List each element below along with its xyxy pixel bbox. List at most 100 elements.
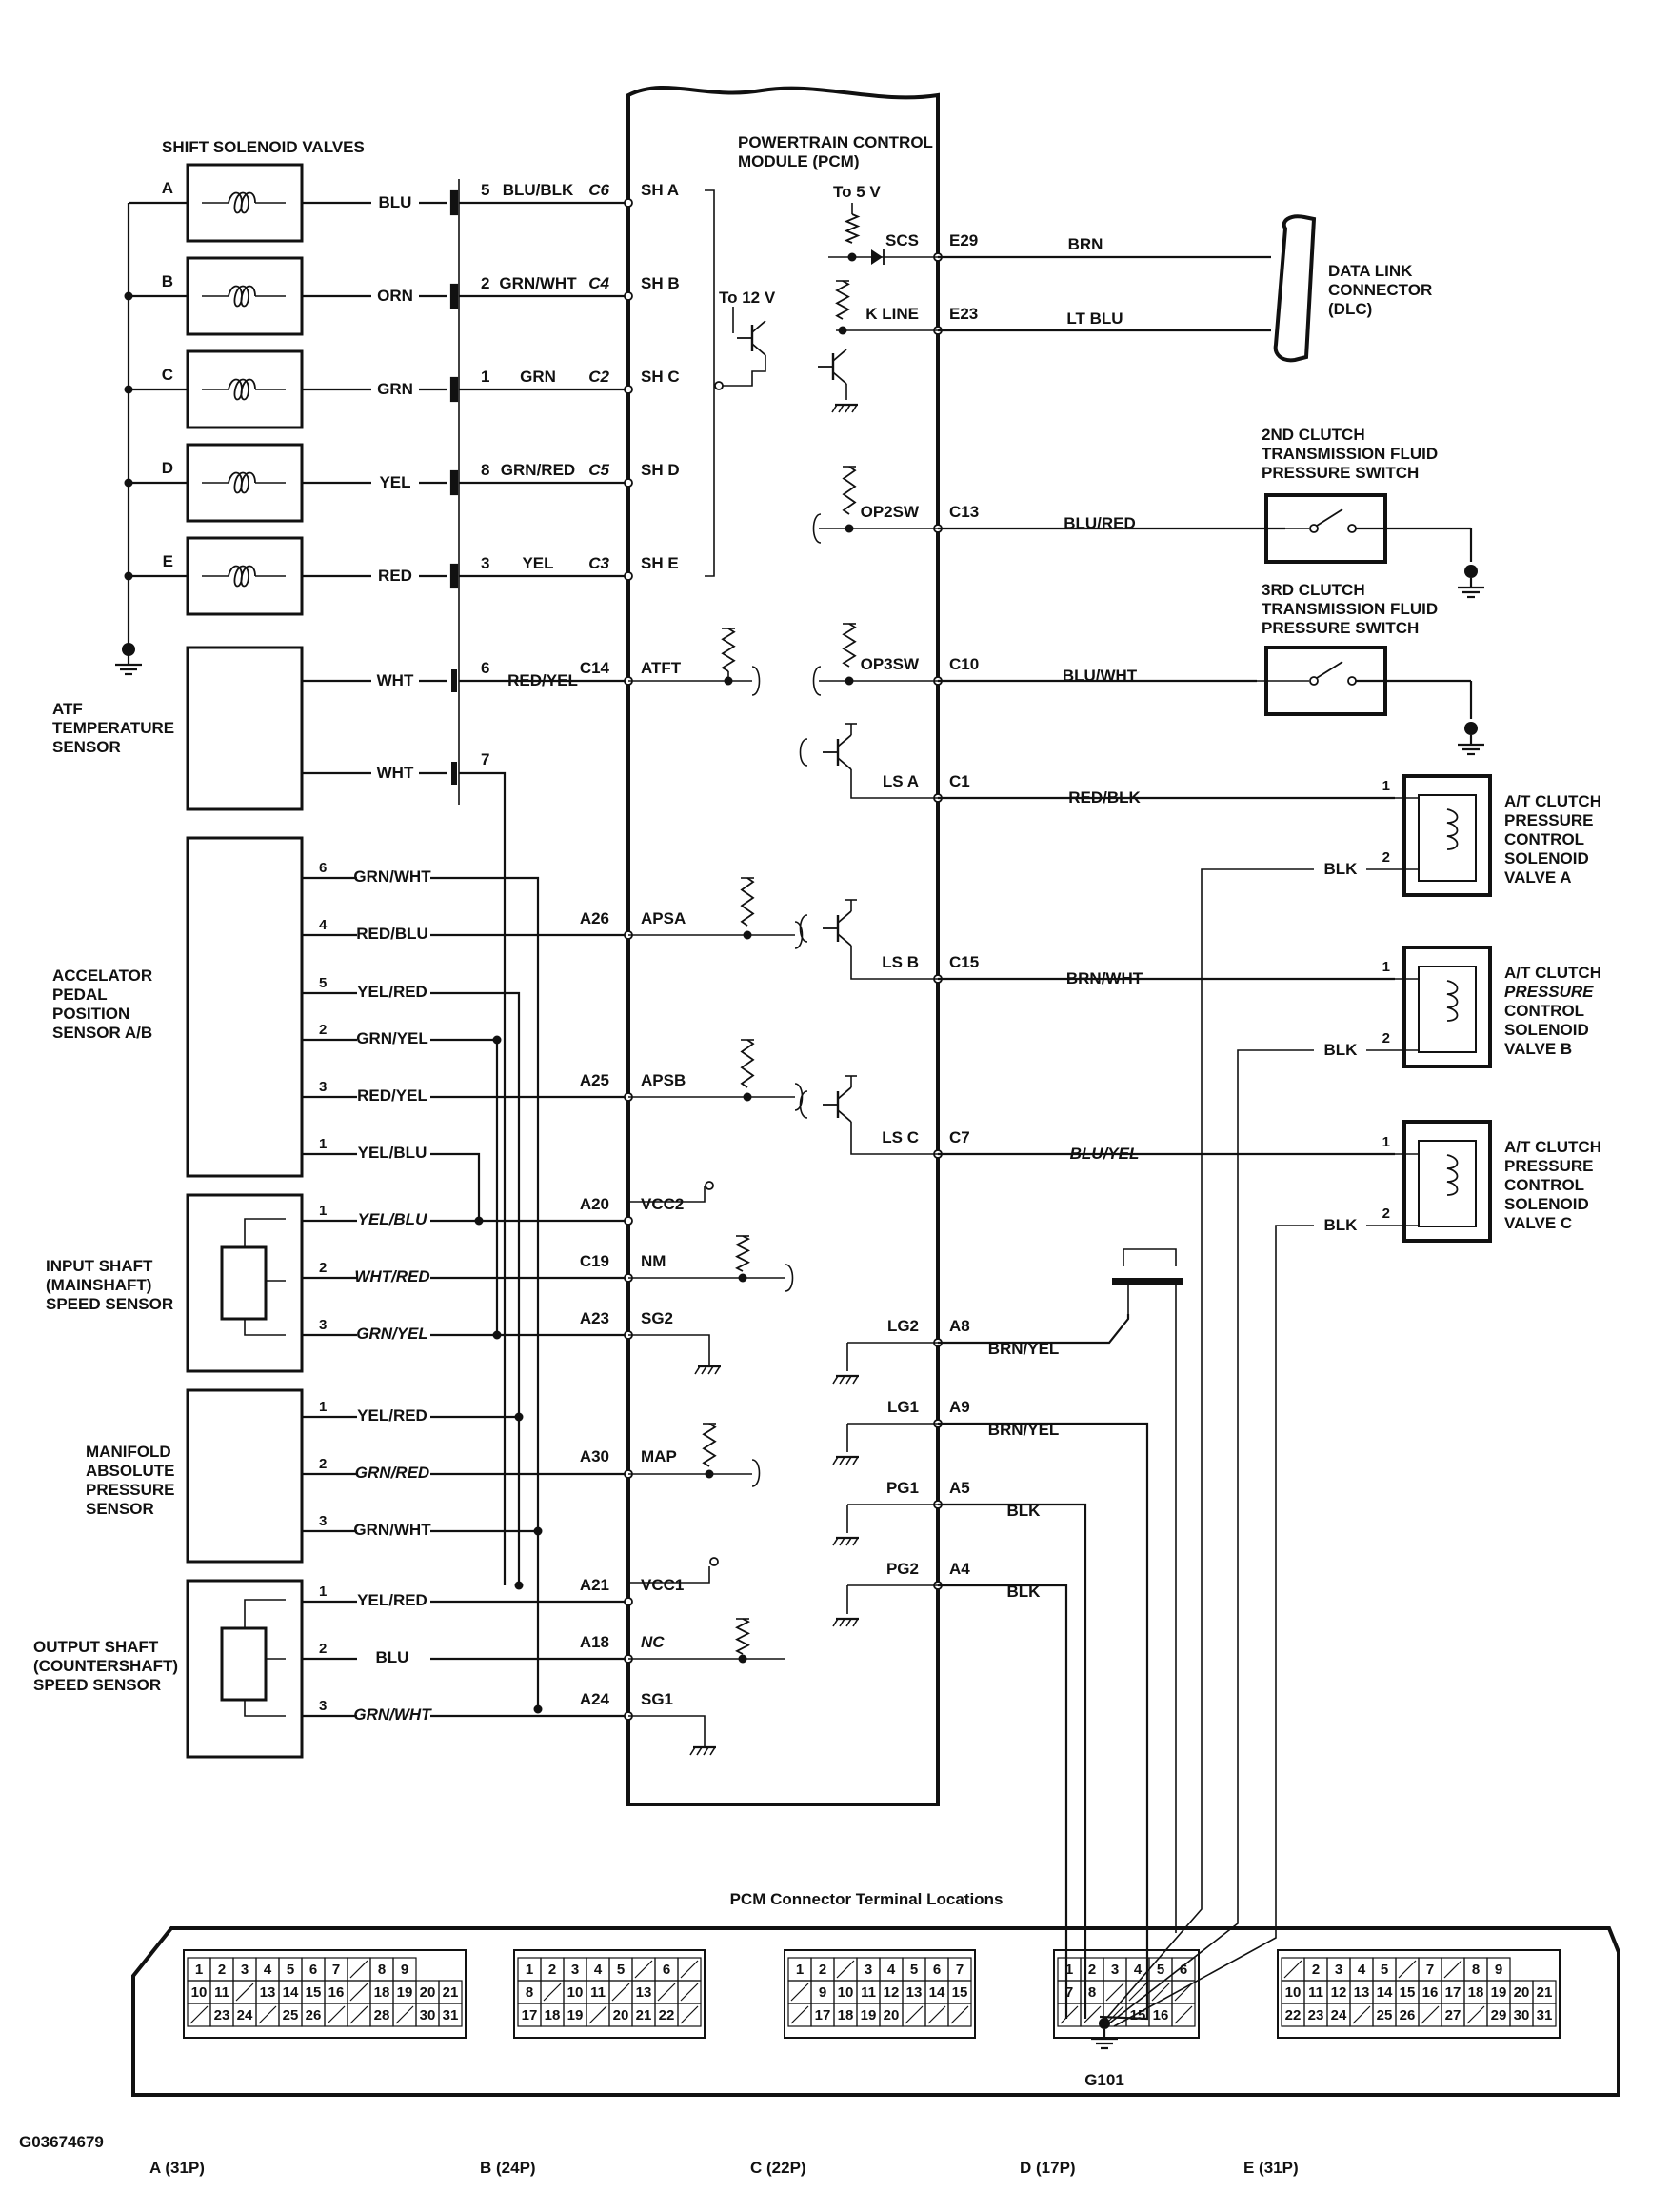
to12v-transistor — [751, 320, 766, 333]
clutch-solenoid-label: VALVE B — [1504, 1040, 1572, 1058]
junction-dot — [492, 1035, 502, 1045]
pcm-signal-right: LS B — [882, 953, 919, 971]
connector-blank-cell — [1443, 1960, 1462, 1979]
connector-terminal-number: 20 — [884, 2007, 900, 2023]
connector-label: C (22P) — [750, 2159, 806, 2177]
clutch-solenoid-label: PRESSURE — [1504, 811, 1594, 829]
connector-blank-cell — [1060, 2005, 1079, 2024]
connector-label: D (17P) — [1020, 2159, 1076, 2177]
connector-terminal-number: 14 — [929, 1984, 945, 2001]
pcm-wire-label: BLU/BLK — [503, 181, 574, 199]
terminal-circle — [624, 385, 633, 394]
clutch-coil-icon — [1446, 980, 1459, 1022]
output-shaft-signal: NC — [641, 1633, 665, 1651]
junction-dot — [474, 1216, 484, 1226]
input-shaft-signal: VCC2 — [641, 1195, 684, 1213]
clutch-pin2: 2 — [1382, 849, 1390, 866]
connector-terminal-number: 19 — [1491, 1984, 1507, 2001]
pcm-terminal-right: E29 — [949, 231, 978, 249]
connector-terminal-number: 5 — [287, 1962, 294, 1978]
pcm-terminal-right: C13 — [949, 503, 979, 521]
dlc-label: CONNECTOR — [1328, 281, 1432, 299]
apps-box — [186, 836, 304, 1178]
connector-terminal-number: 28 — [374, 2007, 390, 2023]
connector-blank-cell — [1352, 2005, 1371, 2024]
input-shaft-lead — [244, 1319, 286, 1336]
connector-blank-cell — [1105, 1983, 1124, 2002]
connector-blank-cell — [790, 1983, 809, 2002]
to12v-out — [724, 355, 766, 387]
connector-label: B (24P) — [480, 2159, 536, 2177]
connector-terminal-number: 19 — [397, 1984, 413, 2001]
connector-outline — [131, 1926, 1620, 2097]
pcm-terminal-right: A5 — [949, 1479, 970, 1497]
coil-icon — [228, 471, 256, 494]
pg-ground — [839, 1456, 845, 1465]
junction-dot — [743, 1092, 752, 1102]
connector-terminal-number: 1 — [526, 1962, 533, 1978]
aps-resistor — [740, 877, 755, 927]
connector-blank-cell — [235, 1983, 254, 2002]
switch3-label: 3RD CLUTCH — [1262, 581, 1365, 599]
output-shaft-label: (COUNTERSHAFT) — [33, 1657, 178, 1675]
terminal-circle — [1347, 524, 1357, 533]
coil-icon — [228, 565, 256, 588]
map-bracket — [751, 1459, 761, 1487]
sg1-ground — [696, 1746, 703, 1756]
pcm-signal-right: K LINE — [865, 305, 919, 323]
atf-wire1-label: WHT — [377, 671, 414, 689]
pcm-terminal-right: A9 — [949, 1398, 970, 1416]
pg-ground — [832, 1537, 839, 1546]
blk-wire-pg1 — [938, 1503, 1087, 2019]
to12v-transistor — [751, 343, 766, 356]
clutch-solenoid-label: PRESSURE — [1504, 1157, 1594, 1175]
pcm-signal-right: LS A — [883, 772, 919, 790]
pcm-terminal-right: E23 — [949, 305, 978, 323]
apps-signal-apsb: APSB — [641, 1071, 686, 1089]
connector-blank-cell — [1105, 2005, 1124, 2024]
connector-terminal-number: 31 — [443, 2007, 459, 2023]
output-shaft-terminal: A21 — [580, 1576, 609, 1594]
input-shaft-pin: 2 — [319, 1260, 327, 1276]
nm-bracket — [785, 1264, 794, 1292]
pg-ground — [832, 1375, 839, 1385]
solenoid-wire-label: GRN — [377, 380, 413, 398]
solenoid-letter: C — [162, 366, 173, 384]
connector-block — [1053, 1949, 1200, 2039]
pcm-terminal-right: C10 — [949, 655, 979, 673]
clutch-ground-wire-label: BLK — [1324, 1216, 1359, 1234]
connector-terminal-number: 13 — [1354, 1984, 1370, 2001]
switch3-contact — [1316, 661, 1343, 679]
bluwht-wire-label: BLU/WHT — [1063, 667, 1138, 685]
connector-blank-cell — [680, 1960, 699, 1979]
atf-pcm-wire-label: RED/YEL — [507, 671, 578, 689]
connector-terminal-number: 12 — [884, 1984, 900, 2001]
ls-bracket — [799, 914, 808, 943]
shift-solenoid-title: SHIFT SOLENOID VALVES — [162, 138, 365, 156]
clutch-solenoid-inner — [1418, 794, 1477, 882]
pg-ground — [852, 1456, 859, 1465]
connector-pin-number: 8 — [481, 461, 489, 479]
pcm-body — [626, 85, 940, 1806]
input-shaft-pin: 1 — [319, 1203, 327, 1219]
pcm-signal: SH E — [641, 554, 679, 572]
output-shaft-box — [186, 1579, 304, 1759]
vcc2-terminal — [705, 1181, 714, 1190]
atf-signal: ATFT — [641, 659, 682, 677]
input-shaft-signal: NM — [641, 1252, 666, 1270]
connector-terminal-number: 25 — [1377, 2007, 1393, 2023]
atft-resistor — [721, 628, 736, 672]
map-wire-label: GRN/WHT — [353, 1521, 431, 1539]
solenoid-wire-label: BLU — [379, 193, 412, 211]
apps-grnyel-run — [430, 1038, 499, 1335]
connector-terminal-number: 20 — [1514, 1984, 1530, 2001]
pg-wire-label: BLK — [1007, 1502, 1042, 1520]
connector-terminal-number: 23 — [1308, 2007, 1324, 2023]
junction-dot — [738, 1273, 747, 1283]
switch2-label: PRESSURE SWITCH — [1262, 464, 1419, 482]
input-shaft-coil — [220, 1245, 268, 1321]
connector-terminal-number: 6 — [933, 1962, 941, 1978]
connector-blank-cell — [905, 2005, 924, 2024]
